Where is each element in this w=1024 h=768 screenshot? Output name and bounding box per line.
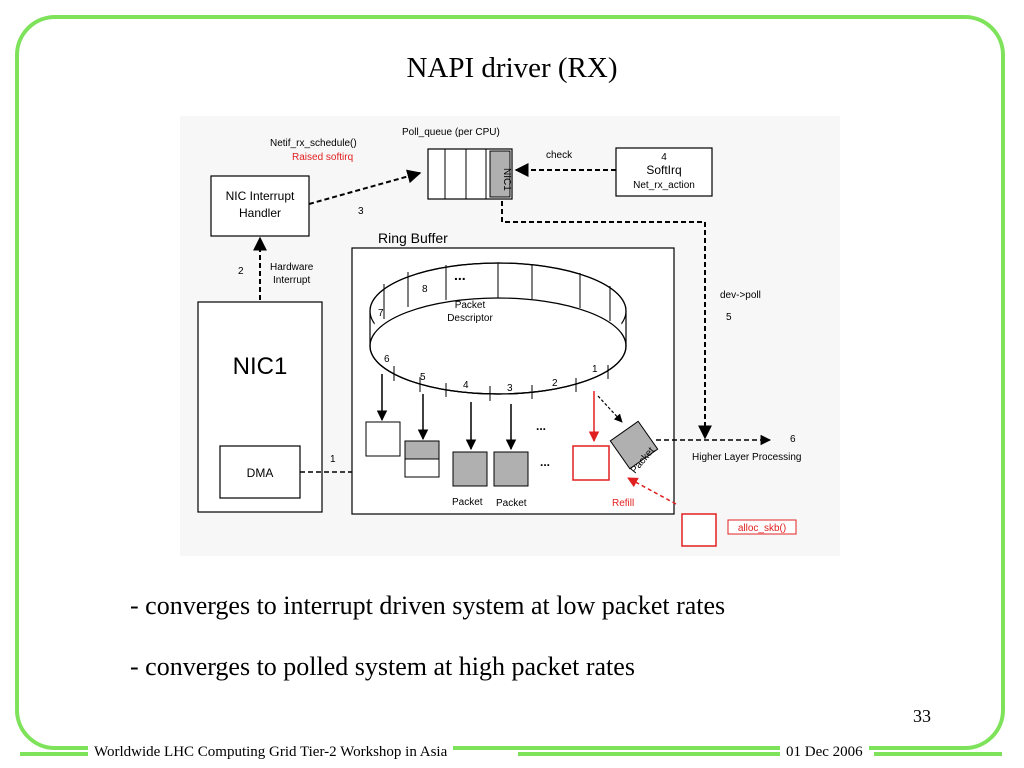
bullet-interrupt-driven: - converges to interrupt driven system a… [130,591,726,620]
hardware-interrupt-line2: Interrupt [273,275,310,286]
footer-date: 01 Dec 2006 [780,744,869,761]
ring-inner [374,284,622,372]
nic1-queue-slot [489,150,511,198]
packet-descriptor-line2: Descriptor [447,313,493,324]
packet-buffer [493,451,529,487]
ring-ellipsis: ... [454,267,466,283]
alloc-skb-buffer [681,513,717,547]
schedule-arrow [308,169,422,205]
bullet-polled: - converges to polled system at high pac… [130,652,635,681]
softirq-box [615,147,713,197]
dev-poll-label: dev->poll [720,290,761,301]
softirq-title: SoftIrq [646,163,681,177]
footer-rule-middle [518,752,782,756]
nic1-label: NIC1 [233,353,288,380]
ring-slot-6: 6 [384,354,390,365]
step-5-label: 5 [726,312,732,323]
ring-slot-8: 8 [422,284,428,295]
step-2-label: 2 [238,266,244,277]
dma-label: DMA [247,466,274,480]
dots-upper: ... [536,419,546,433]
dma-target-buffer-filled [404,440,440,460]
footer-left-text: Worldwide LHC Computing Grid Tier-2 Work… [88,744,454,761]
napi-diagram: Netif_rx_schedule() Raised softirq Poll_… [180,116,840,556]
softirq-step: 4 [661,152,667,163]
packet-descriptor-line1: Packet [455,300,486,311]
slide-title: NAPI driver (RX) [406,52,618,84]
slide-frame [15,15,1005,750]
raised-softirq-label: Raised softirq [292,152,353,163]
higher-layer-label: Higher Layer Processing [692,452,802,463]
dev-poll-arrow [501,201,712,440]
empty-buffer [365,421,401,457]
alloc-skb-box [727,519,797,535]
dots-lower: ... [540,455,550,469]
nic-interrupt-handler-box [210,175,310,237]
nic-interrupt-handler-line1: NIC Interrupt [226,189,295,203]
nic1-queue-slot-label: NIC1 [501,168,512,191]
check-label: check [546,150,573,161]
alloc-skb-label: alloc_skb() [738,523,786,534]
ring-slot-7: 7 [378,308,384,319]
step-6-label: 6 [790,434,796,445]
footer-rule-right [874,752,1002,756]
ring-buffer-label: Ring Buffer [378,230,448,246]
ring-slot-1: 1 [592,364,598,375]
footer-rule-left [20,752,90,756]
refill-arrow [627,477,677,505]
packet-diamond [609,420,659,470]
slot-1-packet-arrow [597,395,623,423]
page-number: 33 [913,706,931,726]
poll-queue-label: Poll_queue (per CPU) [402,127,500,138]
ring-slot-3: 3 [507,383,513,394]
netif-rx-schedule-label: Netif_rx_schedule() [270,138,357,149]
nic-interrupt-handler-line2: Handler [239,206,281,220]
ring-slot-5: 5 [420,372,426,383]
ring-slot-2: 2 [552,378,558,389]
ring-slot-4: 4 [463,380,469,391]
refill-label: Refill [612,498,634,509]
step-1-label: 1 [330,454,336,465]
footer: Worldwide LHC Computing Grid Tier-2 Work… [0,744,1024,764]
hardware-interrupt-line1: Hardware [270,262,314,273]
packet-label: Packet [496,498,527,509]
ring-dividers [383,263,611,401]
step-3-label: 3 [358,206,364,217]
softirq-subtitle: Net_rx_action [633,180,695,191]
packet-label: Packet [452,497,483,508]
refill-buffer [572,445,610,481]
packet-buffer [452,451,488,487]
